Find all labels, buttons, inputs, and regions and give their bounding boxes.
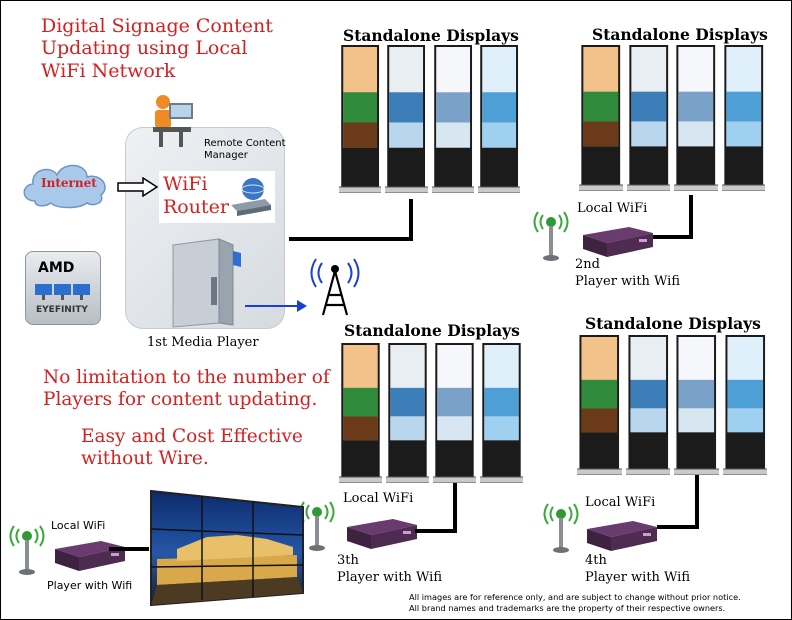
wire-player-3-h bbox=[415, 529, 455, 533]
wire-main-horizontal bbox=[289, 237, 413, 241]
player-5-wifi-label: Local WiFi bbox=[51, 519, 106, 532]
wire-player-5 bbox=[109, 547, 149, 551]
eyefinity-label: EYEFINITY bbox=[36, 305, 88, 315]
remote-manager-label: Remote Content Manager bbox=[204, 138, 286, 161]
kiosk-display-icon bbox=[336, 343, 385, 487]
amd-logo: AMD bbox=[38, 260, 75, 276]
wire-player-4-v bbox=[695, 475, 699, 529]
player-3-order: 3th bbox=[337, 553, 359, 568]
player-4-antenna-icon bbox=[541, 501, 581, 559]
player-2-order: 2nd bbox=[575, 257, 600, 272]
easy-line-1: Easy and Cost Effective bbox=[81, 426, 303, 447]
player-2-antenna-icon bbox=[531, 209, 571, 267]
wire-player-4-h bbox=[657, 525, 697, 529]
operator-icon bbox=[149, 93, 195, 149]
diagram-title: Digital Signage Content Updating using L… bbox=[41, 15, 273, 82]
notice-line-2: All brand names and trademarks are the p… bbox=[409, 602, 726, 613]
kiosk-display-icon bbox=[720, 335, 770, 479]
internet-cloud-icon bbox=[17, 157, 113, 209]
kiosk-display-icon bbox=[383, 343, 432, 487]
kiosk-display-icon bbox=[336, 45, 384, 197]
router-label: WiFi Router bbox=[163, 173, 229, 219]
player-3-label: Player with Wifi bbox=[337, 570, 443, 585]
player-2-box-icon bbox=[581, 221, 655, 263]
title-line-1: Digital Signage Content bbox=[41, 15, 273, 37]
display-group-4 bbox=[574, 335, 771, 476]
notice-line-1: All images are for reference only, and a… bbox=[409, 592, 741, 602]
wire-player-2-h bbox=[653, 235, 693, 239]
player-2-wifi-label: Local WiFi bbox=[577, 201, 648, 216]
kiosk-display-icon bbox=[624, 45, 673, 195]
first-player-label: 1st Media Player bbox=[147, 335, 259, 350]
player-4-label: Player with Wifi bbox=[585, 570, 691, 585]
router-line-1: WiFi bbox=[163, 173, 208, 195]
media-player-tower-icon bbox=[171, 237, 243, 329]
wire-player-2-v bbox=[689, 195, 693, 239]
disclaimer-notice: All images are for reference only, and a… bbox=[409, 592, 741, 613]
message-no-limit: No limitation to the number of Players f… bbox=[43, 367, 330, 411]
kiosk-display-icon bbox=[574, 335, 624, 479]
player-4-wifi-label: Local WiFi bbox=[585, 495, 656, 510]
player-2-label: Player with Wifi bbox=[575, 274, 681, 289]
kiosk-display-icon bbox=[671, 45, 720, 195]
router-icon bbox=[227, 175, 273, 219]
player-3-wifi-label: Local WiFi bbox=[343, 491, 414, 506]
group-header-4: Standalone Displays bbox=[585, 314, 761, 333]
kiosk-display-icon bbox=[623, 335, 673, 479]
easy-line-2: without Wire. bbox=[81, 447, 209, 469]
player-3-antenna-icon bbox=[297, 499, 337, 557]
display-group-2 bbox=[576, 45, 769, 192]
player-5-box-icon bbox=[53, 535, 127, 577]
player-to-antenna-arrow-icon bbox=[243, 297, 309, 315]
kiosk-display-icon bbox=[382, 45, 430, 197]
internet-arrow-icon bbox=[117, 176, 159, 198]
player-4-box-icon bbox=[585, 515, 659, 557]
kiosk-display-icon bbox=[671, 335, 721, 479]
kiosk-display-icon bbox=[576, 45, 625, 195]
rcm-line-1: Remote Content bbox=[204, 138, 286, 149]
group-header-1: Standalone Displays bbox=[343, 26, 519, 45]
title-line-2: Updating using Local bbox=[41, 37, 248, 60]
eyefinity-monitors-icon bbox=[34, 282, 92, 306]
group-header-3: Standalone Displays bbox=[344, 321, 520, 340]
wire-player-3-v bbox=[453, 483, 457, 533]
video-wall-image bbox=[147, 489, 307, 607]
player-5-label: Player with Wifi bbox=[47, 579, 133, 592]
group-header-2: Standalone Displays bbox=[592, 25, 768, 44]
message-easy: Easy and Cost Effective without Wire. bbox=[81, 426, 303, 470]
display-group-1 bbox=[336, 45, 524, 194]
internet-label: Internet bbox=[41, 176, 97, 190]
broadcast-antenna-icon bbox=[307, 253, 363, 317]
display-group-3 bbox=[336, 343, 527, 484]
no-limit-line-1: No limitation to the number of bbox=[43, 367, 330, 388]
kiosk-display-icon bbox=[429, 45, 477, 197]
no-limit-line-2: Players for content updating. bbox=[43, 388, 318, 410]
wire-main-vertical bbox=[409, 199, 413, 241]
rcm-line-2: Manager bbox=[204, 149, 248, 161]
player-3-box-icon bbox=[345, 513, 419, 555]
kiosk-display-icon bbox=[719, 45, 768, 195]
kiosk-display-icon bbox=[477, 343, 526, 487]
kiosk-display-icon bbox=[475, 45, 523, 197]
router-line-2: Router bbox=[163, 195, 229, 218]
amd-eyefinity-badge: AMD EYEFINITY bbox=[25, 251, 101, 325]
player-4-order: 4th bbox=[585, 553, 607, 568]
player-5-antenna-icon bbox=[7, 523, 47, 581]
kiosk-display-icon bbox=[430, 343, 479, 487]
title-line-3: WiFi Network bbox=[41, 59, 176, 82]
